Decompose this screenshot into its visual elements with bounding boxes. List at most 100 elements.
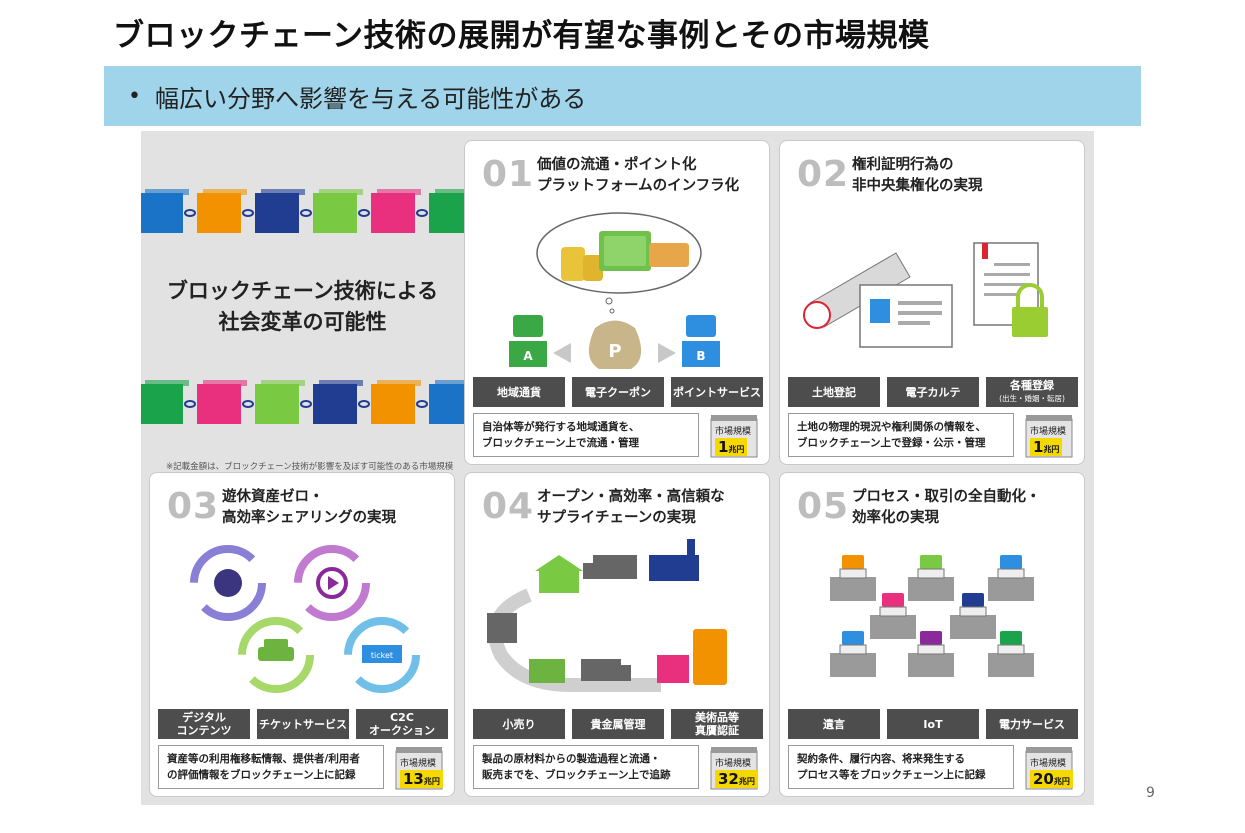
chain-block (255, 193, 299, 233)
tag-various-registrations: 各種登録(出生・婚姻・転居) (986, 377, 1078, 407)
intro-title: ブロックチェーン技術による 社会変革の可能性 (166, 279, 439, 334)
tag-art-authentication: 美術品等 真贋認証 (671, 709, 763, 739)
case-card-04: 04 オープン・高効率・高信頼なサプライチェーンの実現 (464, 472, 770, 797)
chain-block (255, 384, 299, 424)
double-arrow-icon (553, 343, 676, 363)
card-title: オープン・高効率・高信頼なサプライチェーンの実現 (537, 489, 725, 526)
tag-local-currency: 地域通貨 (473, 377, 565, 407)
chain-block-top (145, 189, 189, 195)
chain-link-icon (242, 209, 254, 217)
blockchain-chain-bottom (141, 380, 464, 424)
point-bag-icon: P (588, 320, 642, 369)
truck-front-icon (487, 613, 517, 643)
svg-text:P: P (608, 341, 621, 362)
robot-b-icon: B (682, 315, 720, 367)
automation-robots-illustration (830, 555, 1034, 677)
point-card-icon (649, 243, 689, 267)
chain-block (313, 193, 357, 233)
tag-c2c-auction: C2C オークション (356, 709, 448, 739)
tag-row: デジタル コンテンツ チケットサービス C2C オークション (158, 709, 448, 739)
chain-block (429, 193, 464, 233)
card-number: 04 (482, 486, 535, 527)
chain-block-top (261, 380, 305, 386)
card-number: 02 (797, 154, 850, 195)
case-card-02: 02 権利証明行為の非中央集権化の実現 (779, 140, 1085, 465)
chain-block-top (377, 189, 421, 195)
id-card-document-icon (859, 284, 953, 348)
market-size-badge: 市場規模 32兆円 (709, 745, 761, 791)
svg-text:ticket: ticket (371, 651, 393, 660)
card-title: 遊休資産ゼロ・高効率シェアリングの実現 (222, 489, 396, 526)
chain-block-top (435, 380, 464, 386)
chain-block (197, 384, 241, 424)
market-size-badge: 市場規模 13兆円 (394, 745, 446, 791)
svg-text:B: B (696, 349, 705, 363)
chain-block (141, 384, 183, 424)
robot-desk-icon (950, 593, 996, 639)
card-title: 権利証明行為の非中央集権化の実現 (852, 157, 983, 194)
sharing-cycle-illustration: ticket (190, 545, 420, 693)
currency-exchange-illustration: A B P (509, 212, 720, 369)
case-description: 自治体等が発行する地域通貨を、ブロックチェーン上で流通・管理 (473, 413, 699, 457)
robot-desk-icon (830, 631, 876, 677)
case-description: 資産等の利用権移転情報、提供者/利用者の評価情報をブロックチェーン上に記録 (158, 745, 384, 789)
robot-desk-icon (988, 555, 1034, 601)
tag-e-coupon: 電子クーポン (572, 377, 664, 407)
robot-desk-icon (988, 631, 1034, 677)
case-card-01: 01 価値の流通・ポイント化プラットフォームのインフラ化 A (464, 140, 770, 465)
tag-point-service: ポイントサービス (671, 377, 763, 407)
supply-chain-illustration (487, 539, 727, 692)
gift-box-icon (657, 655, 689, 683)
tag-retail: 小売り (473, 709, 565, 739)
tag-precious-metals: 貴金属管理 (572, 709, 664, 739)
robot-customer-icon (693, 629, 727, 685)
robot-desk-icon (908, 631, 954, 677)
chain-block (429, 384, 464, 424)
card-title: 価値の流通・ポイント化プラットフォームのインフラ化 (537, 157, 740, 194)
ticket-cycle-icon: ticket (344, 617, 420, 693)
chain-link-icon (184, 209, 196, 217)
banknote-stack-icon (599, 231, 651, 271)
chain-block-top (203, 189, 247, 195)
market-size-badge: 市場規模 1兆円 (709, 413, 761, 459)
headphones-cycle-icon (190, 545, 266, 621)
lock-icon (1012, 283, 1048, 337)
delivery-truck-icon (581, 659, 631, 681)
chain-block-top (319, 380, 363, 386)
infographic-panel: ブロックチェーン技術による 社会変革の可能性 ※記載金額は、ブロックチェーン技術… (141, 131, 1094, 805)
robot-desk-icon (830, 555, 876, 601)
chain-link-icon (184, 400, 196, 408)
intro-block: ブロックチェーン技術による 社会変革の可能性 ※記載金額は、ブロックチェーン技術… (141, 131, 464, 476)
svg-text:A: A (523, 349, 533, 363)
tag-e-medical-record: 電子カルテ (887, 377, 979, 407)
tag-row: 小売り 貴金属管理 美術品等 真贋認証 (473, 709, 763, 739)
chain-link-icon (300, 209, 312, 217)
case-description: 製品の原材料からの製造過程と流通・販売までを、ブロックチェーン上で追跡 (473, 745, 699, 789)
market-size-badge: 市場規模 1兆円 (1024, 413, 1076, 459)
market-footnote: ※記載金額は、ブロックチェーン技術が影響を及ぼす可能性のある市場規模 (166, 462, 454, 472)
tag-will: 遺言 (788, 709, 880, 739)
chain-block-top (435, 189, 464, 195)
truck-icon (583, 555, 637, 579)
chain-link-icon (358, 209, 370, 217)
chain-block-top (377, 380, 421, 386)
chain-block-top (145, 380, 189, 386)
chain-block-top (319, 189, 363, 195)
case-card-03: 03 遊休資産ゼロ・高効率シェアリングの実現 ticket (149, 472, 455, 797)
warehouse-icon (539, 569, 579, 593)
slide-title: ブロックチェーン技術の展開が有望な事例とその市場規模 (113, 18, 930, 54)
subtitle-text: 幅広い分野へ影響を与える可能性がある (154, 84, 587, 113)
robot-desk-icon (908, 555, 954, 601)
rights-certificate-illustration (803, 242, 1048, 348)
card-number: 01 (482, 154, 535, 195)
video-play-cycle-icon (294, 545, 370, 621)
chain-block (313, 384, 357, 424)
tag-ticket-service: チケットサービス (257, 709, 349, 739)
chain-block (141, 193, 183, 233)
case-description: 契約条件、履行内容、将来発生するプロセス等をブロックチェーン上に記録 (788, 745, 1014, 789)
case-card-05: 05 プロセス・取引の全自動化・効率化の実現 遺言 IoT 電力サービス 契約条… (779, 472, 1085, 797)
market-size-badge: 市場規模 20兆円 (1024, 745, 1076, 791)
chain-link-icon (300, 400, 312, 408)
card-number: 03 (167, 486, 220, 527)
tag-digital-content: デジタル コンテンツ (158, 709, 250, 739)
